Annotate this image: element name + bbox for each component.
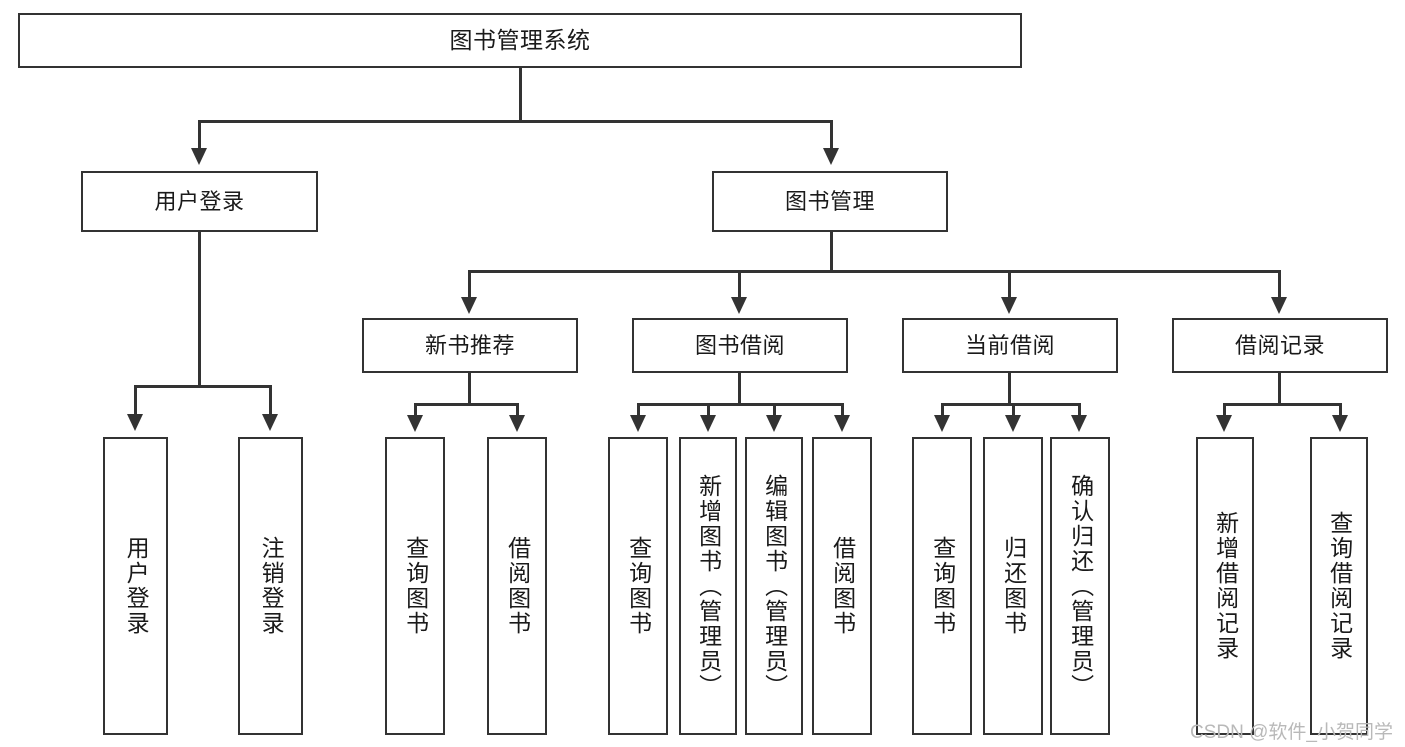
connector-current-stem <box>1008 373 1011 405</box>
node-new-book-recommend[interactable]: 新书推荐 <box>362 318 578 373</box>
arrowhead-leaf-query-book-3 <box>934 415 950 432</box>
arrowhead-leaf-return-book <box>1005 415 1021 432</box>
connector-borrow-drop-2 <box>707 403 710 416</box>
connector-user-login-bus <box>134 385 271 388</box>
node-new-book-recommend-label: 新书推荐 <box>424 332 515 358</box>
connector-bm-drop-4 <box>1278 270 1281 298</box>
arrowhead-leaf-add-record <box>1216 415 1232 432</box>
connector-recommend-drop-2 <box>516 403 519 416</box>
node-leaf-edit-book-label: 编辑图书（管理员） <box>761 473 788 699</box>
connector-record-bus <box>1223 403 1341 406</box>
connector-record-drop-1 <box>1223 403 1226 416</box>
connector-current-drop-1 <box>941 403 944 416</box>
connector-current-bus <box>941 403 1080 406</box>
arrowhead-leaf-query-book-2 <box>630 415 646 432</box>
node-leaf-user-login[interactable]: 用户登录 <box>103 437 168 735</box>
node-leaf-edit-book[interactable]: 编辑图书（管理员） <box>745 437 803 735</box>
connector-root-bus <box>198 120 832 123</box>
node-leaf-query-book-1-label: 查询图书 <box>402 536 429 636</box>
connector-book-management-stem <box>830 232 833 272</box>
node-leaf-query-book-3[interactable]: 查询图书 <box>912 437 972 735</box>
arrowhead-leaf-edit-book <box>766 415 782 432</box>
node-leaf-borrow-book-2[interactable]: 借阅图书 <box>812 437 872 735</box>
node-leaf-user-login-label: 用户登录 <box>123 536 150 636</box>
node-leaf-return-book[interactable]: 归还图书 <box>983 437 1043 735</box>
node-leaf-borrow-book-1-label: 借阅图书 <box>504 536 531 636</box>
arrowhead-book-borrow <box>731 297 747 314</box>
connector-recommend-stem <box>468 373 471 405</box>
node-book-borrow[interactable]: 图书借阅 <box>632 318 848 373</box>
node-user-login-label: 用户登录 <box>154 188 245 214</box>
connector-borrow-stem <box>738 373 741 405</box>
node-leaf-borrow-book-2-label: 借阅图书 <box>829 536 856 636</box>
node-leaf-add-book[interactable]: 新增图书（管理员） <box>679 437 737 735</box>
node-leaf-user-logout-label: 注销登录 <box>258 536 285 636</box>
node-book-management[interactable]: 图书管理 <box>712 171 948 232</box>
connector-current-drop-2 <box>1012 403 1015 416</box>
connector-borrow-drop-1 <box>637 403 640 416</box>
arrowhead-user-login <box>191 148 207 165</box>
arrowhead-leaf-add-book <box>700 415 716 432</box>
arrowhead-book-management <box>823 148 839 165</box>
node-leaf-query-record[interactable]: 查询借阅记录 <box>1310 437 1368 735</box>
arrowhead-leaf-user-login <box>127 414 143 431</box>
connector-recommend-bus <box>414 403 519 406</box>
connector-bm-drop-3 <box>1008 270 1011 298</box>
node-leaf-confirm-return[interactable]: 确认归还（管理员） <box>1050 437 1110 735</box>
node-leaf-borrow-book-1[interactable]: 借阅图书 <box>487 437 547 735</box>
connector-bm-drop-2 <box>738 270 741 298</box>
connector-record-stem <box>1278 373 1281 405</box>
connector-root-to-user-login <box>198 120 201 149</box>
connector-bm-drop-1 <box>468 270 471 298</box>
arrowhead-leaf-borrow-book-1 <box>509 415 525 432</box>
arrowhead-leaf-query-record <box>1332 415 1348 432</box>
node-leaf-query-book-2[interactable]: 查询图书 <box>608 437 668 735</box>
connector-user-login-stem <box>198 232 201 387</box>
connector-root-stem <box>519 68 522 121</box>
arrowhead-leaf-query-book-1 <box>407 415 423 432</box>
connector-borrow-bus <box>637 403 844 406</box>
node-leaf-add-book-label: 新增图书（管理员） <box>695 473 722 699</box>
connector-recommend-drop-1 <box>414 403 417 416</box>
arrowhead-current-borrow <box>1001 297 1017 314</box>
connector-current-drop-3 <box>1078 403 1081 416</box>
node-root-label: 图书管理系统 <box>449 27 591 54</box>
connector-record-drop-2 <box>1339 403 1342 416</box>
node-leaf-user-logout[interactable]: 注销登录 <box>238 437 303 735</box>
arrowhead-new-book-recommend <box>461 297 477 314</box>
node-current-borrow[interactable]: 当前借阅 <box>902 318 1118 373</box>
node-leaf-query-book-1[interactable]: 查询图书 <box>385 437 445 735</box>
node-borrow-record-label: 借阅记录 <box>1234 332 1325 358</box>
node-book-borrow-label: 图书借阅 <box>694 332 785 358</box>
arrowhead-leaf-borrow-book-2 <box>834 415 850 432</box>
node-current-borrow-label: 当前借阅 <box>964 332 1055 358</box>
node-user-login[interactable]: 用户登录 <box>81 171 318 232</box>
node-book-management-label: 图书管理 <box>784 188 875 214</box>
node-leaf-add-record[interactable]: 新增借阅记录 <box>1196 437 1254 735</box>
arrowhead-borrow-record <box>1271 297 1287 314</box>
connector-root-to-book-management <box>830 120 833 149</box>
node-leaf-confirm-return-label: 确认归还（管理员） <box>1067 473 1094 699</box>
connector-borrow-drop-3 <box>773 403 776 416</box>
node-borrow-record[interactable]: 借阅记录 <box>1172 318 1388 373</box>
node-leaf-return-book-label: 归还图书 <box>1000 536 1027 636</box>
node-leaf-query-book-3-label: 查询图书 <box>929 536 956 636</box>
connector-book-management-bus <box>468 270 1280 273</box>
node-leaf-query-book-2-label: 查询图书 <box>625 536 652 636</box>
arrowhead-leaf-confirm-return <box>1071 415 1087 432</box>
arrowhead-leaf-user-logout <box>262 414 278 431</box>
node-root[interactable]: 图书管理系统 <box>18 13 1022 68</box>
node-leaf-query-record-label: 查询借阅记录 <box>1326 511 1353 661</box>
connector-user-login-drop-2 <box>269 385 272 415</box>
connector-borrow-drop-4 <box>841 403 844 416</box>
node-leaf-add-record-label: 新增借阅记录 <box>1212 511 1239 661</box>
connector-user-login-drop-1 <box>134 385 137 415</box>
